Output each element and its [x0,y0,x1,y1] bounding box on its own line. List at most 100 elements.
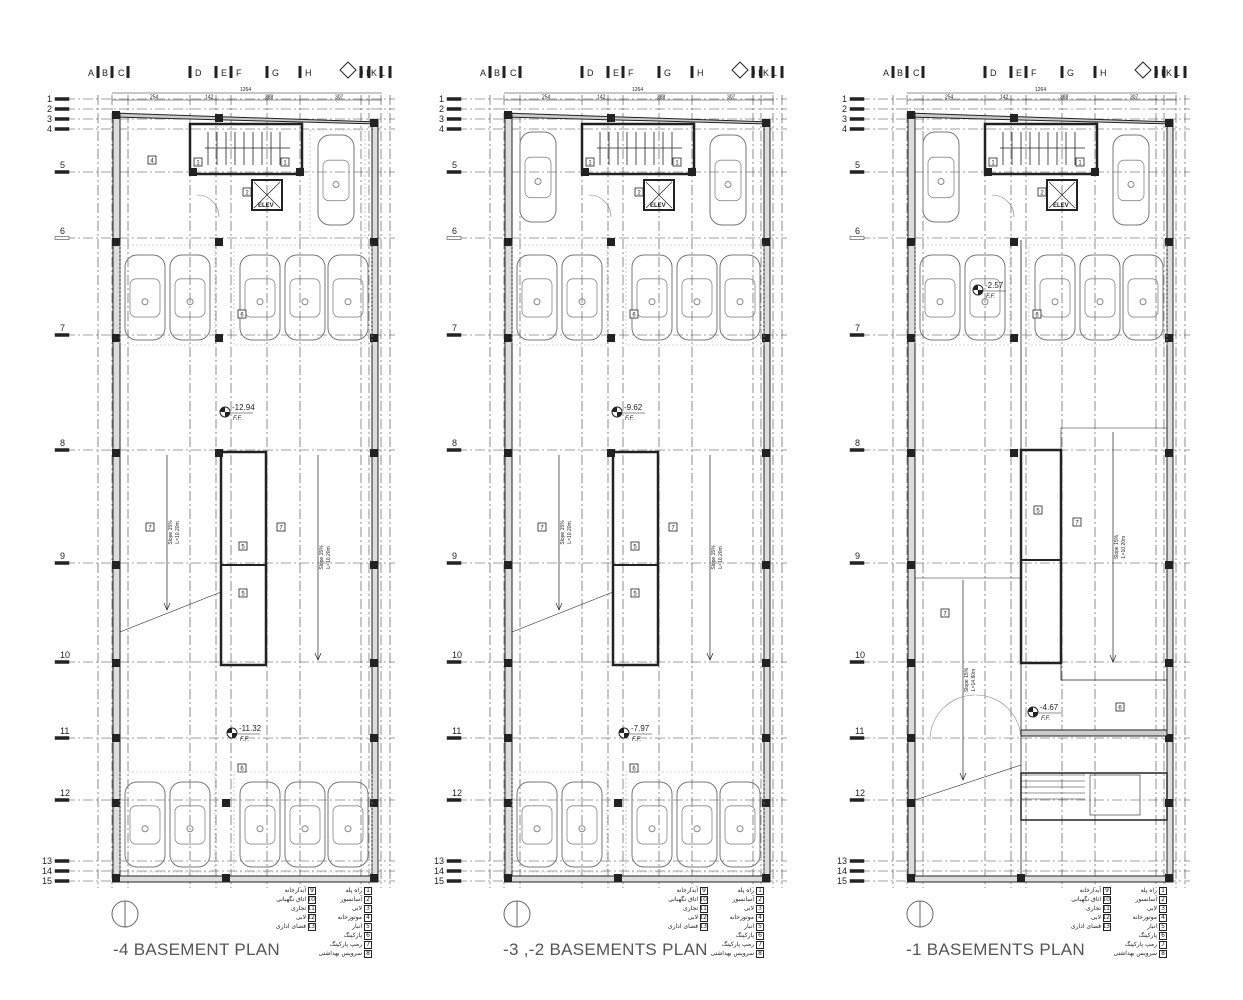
room-tag [629,309,639,319]
grid-column-marker [905,66,909,78]
stair-core-wall [580,122,696,176]
car-center [256,825,264,833]
structural-column [112,238,120,246]
grid-column-label: H [697,68,704,78]
dimension-segment: 307 [335,95,344,101]
structural-column [504,111,512,119]
grid-column-marker [891,66,895,78]
elevator-label: ELEV [1053,203,1069,209]
ramp-slope: Slope 15% [168,520,174,545]
structural-column [112,659,120,667]
right-wall [371,119,379,881]
grid-column-marker [488,66,492,78]
legend-item: 4موتورخانه [712,913,764,922]
legend-number: 9 [1103,887,1111,895]
car-center [186,825,194,833]
legend-number: 6 [364,932,372,940]
car-roof [521,805,553,845]
legend-number: 3 [756,905,764,913]
level-marker-fill [220,407,230,417]
structural-column [762,659,770,667]
elevator-cross-icon [645,181,673,209]
car-roof [969,278,1001,318]
legend-number: 1 [1159,887,1167,895]
grid-row-label: 12 [60,788,70,798]
car-roof [129,805,161,845]
car-roof [244,278,276,318]
grid-row-marker [849,561,865,565]
grid-row-marker [54,236,70,240]
legend-number: 11 [1102,905,1111,913]
room-number: 1 [991,161,995,167]
parking-zone [119,244,216,346]
car-roof [322,159,350,202]
structural-column [1165,561,1173,569]
room-number: 1 [1078,161,1082,167]
ramp-length: L=14.80m [971,669,977,691]
grid-row-marker [54,117,70,121]
car-center [648,298,656,306]
structural-column [112,874,120,882]
legend-label: پارکینگ [735,932,754,939]
grid-column-label: B [897,68,903,78]
grid-column-marker [96,66,100,78]
gate-swing-icon [929,694,1022,741]
legend-item: 3لابی [1115,904,1167,913]
grid-row-label: 11 [452,726,461,736]
ramp-arrowhead-icon [959,772,967,781]
structural-column [688,168,696,176]
north-point-diamond-icon [339,61,357,79]
grid-column-marker [214,66,218,78]
grid-row-label: 4 [439,124,444,134]
car-center [937,178,945,185]
structural-column [1091,168,1099,176]
legend-label: تجاری [291,905,306,912]
parking-zone [119,771,216,873]
structural-column [614,799,622,807]
room-tag [585,157,595,167]
room-tag [1115,702,1125,712]
grid-row-label: 15 [837,876,847,886]
legend-item: 3لابی [320,904,372,913]
stair-core-wall [188,122,304,176]
parking-zone [233,771,373,873]
car-roof [636,278,668,318]
grid-row-marker [446,236,462,240]
room-tag [145,522,155,532]
structural-column [1010,449,1018,457]
room-number: 7 [148,526,152,532]
level-value: -11.32 [239,724,262,733]
structural-column [907,734,915,742]
car-icon [676,254,718,341]
structural-column [504,334,512,342]
legend-label: لابی [295,914,306,921]
grid-column-marker [921,66,925,78]
dimension-segment: 254 [945,95,954,101]
dimension-total: 1264 [240,87,251,93]
car-icon [676,781,718,868]
legend-item: 1راه پله [320,886,372,895]
grid-row-marker [446,859,462,863]
elevator-shaft [251,179,283,211]
grid-row-label: 11 [60,726,69,736]
structural-column [296,168,304,176]
car-icon [1112,134,1150,226]
room-number: 1 [675,161,679,167]
legend-number: 6 [756,932,764,940]
grid-row-label: 3 [842,114,847,124]
level-value: -7.97 [631,724,650,733]
legend-label: موتورخانه [1132,914,1157,921]
grid-column-label: L [1175,68,1180,78]
structural-column [1165,449,1173,457]
legend-label: اتاق نگهبانی [276,896,306,903]
legend-item: 10اتاق نگهبانی [266,895,316,904]
level-tag: F.F. [625,416,634,422]
legend-number: 3 [364,905,372,913]
grid-row-marker [849,448,865,452]
legend-label: انبار [744,923,754,930]
legend-label: رمپ پارکینگ [329,941,362,948]
legend-label: رمپ پارکینگ [1124,941,1157,948]
legend-item: 12لابی [1061,913,1111,922]
